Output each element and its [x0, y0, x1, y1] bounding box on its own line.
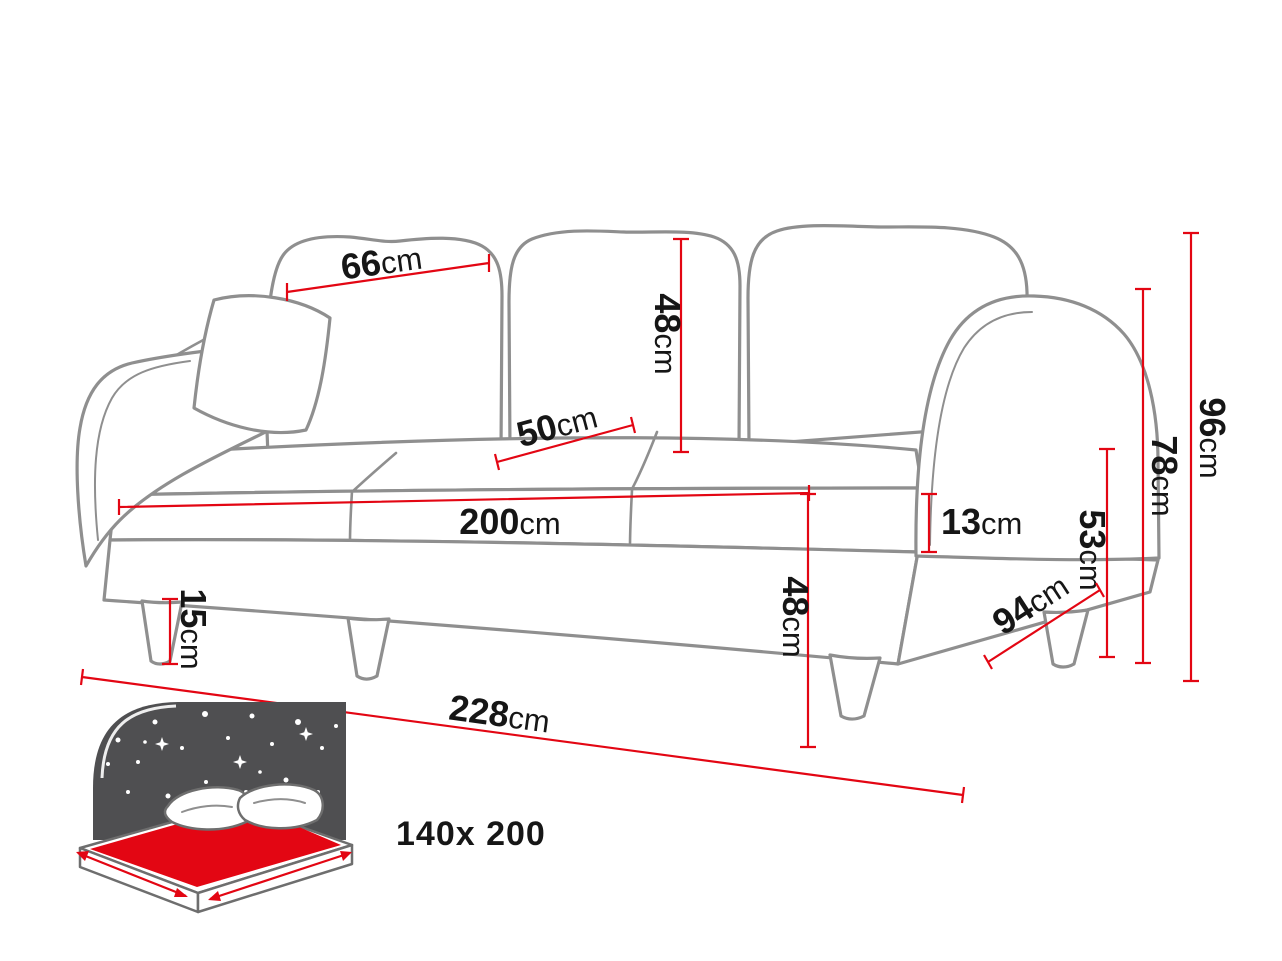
dimensions: 66cm 48cm 50cm 200cm 13cm 53cm 78cm — [79, 231, 1233, 804]
seat-front-seam-right — [628, 488, 634, 549]
dim-leg-height-label: 15cm — [173, 588, 214, 669]
bed-width-arrow — [76, 851, 188, 898]
dim-back-cushion-width-label: 66cm — [338, 236, 424, 288]
dim-seat-width-label: 200cm — [459, 501, 560, 542]
bed-headboard-arc — [100, 704, 177, 779]
leg-front-middle — [346, 616, 391, 681]
seat-seam-left — [350, 451, 398, 494]
dimension-backrest-cushion-height: 48cm — [647, 237, 689, 454]
seat-seam-right — [630, 430, 659, 491]
dim-armrest-height-label: 53cm — [1072, 509, 1113, 590]
bed-pillow-crease — [253, 798, 306, 804]
dimension-total-height: 96cm — [1183, 231, 1233, 683]
pillow — [192, 294, 332, 435]
sofa-drawing — [75, 224, 1161, 721]
bed-size-label: 140x 200 — [396, 815, 546, 853]
dimension-back-cushion-width: 66cm — [285, 236, 491, 301]
star-icon — [233, 755, 247, 769]
dim-seat-height-label: 48cm — [775, 576, 816, 657]
dimension-total-width: 228cm — [79, 668, 966, 804]
dim-total-width-label: 228cm — [447, 687, 553, 741]
dimension-armrest-height: 53cm — [1072, 447, 1115, 659]
bed-pillow-crease — [181, 804, 233, 813]
bed-length-arrow — [208, 851, 352, 901]
bed-icon: 140x 200 — [76, 702, 546, 914]
back-cushion-middle — [507, 229, 742, 452]
dim-seat-cushion-thickness-label: 13cm — [941, 501, 1022, 542]
dim-backrest-cushion-height-label: 48cm — [647, 293, 688, 374]
leg-back-right — [1042, 608, 1090, 669]
dimension-seat-cushion-thickness: 13cm — [921, 492, 1022, 554]
right-armrest-inner-line — [929, 311, 1033, 546]
star-icon — [299, 727, 313, 741]
dimension-backrest-height: 78cm — [1135, 287, 1185, 665]
seat-front-seam-left — [348, 489, 354, 543]
left-armrest-inner-line — [93, 360, 191, 541]
dimension-seat-height: 48cm — [775, 492, 816, 749]
bed-star-dots — [106, 711, 338, 799]
dimension-leg-height: 15cm — [162, 588, 214, 670]
dimension-seat-width: 200cm — [117, 485, 811, 542]
right-armrest — [914, 294, 1161, 562]
bed-pillow-left — [163, 786, 252, 831]
leg-front-right — [828, 653, 882, 721]
star-icon — [155, 737, 169, 751]
dim-total-height-label: 96cm — [1192, 397, 1233, 478]
bed-pillow-right — [236, 783, 324, 830]
dim-backrest-height-label: 78cm — [1144, 435, 1185, 516]
